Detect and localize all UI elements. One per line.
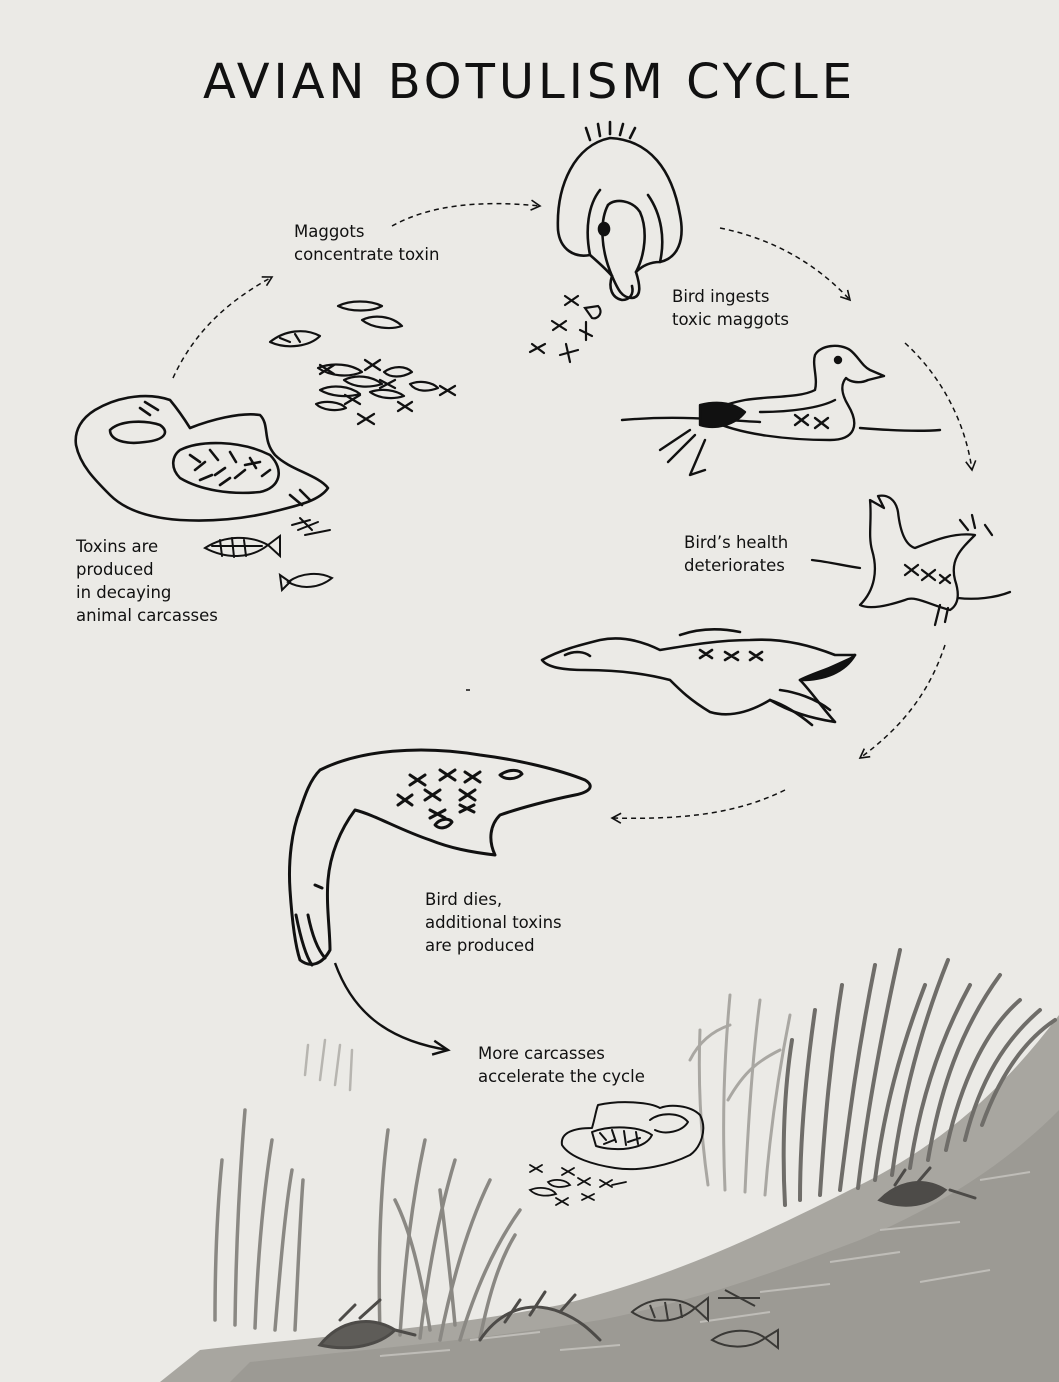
label-bird-health: Bird’s health deteriorates bbox=[684, 531, 788, 577]
fish-icon bbox=[205, 518, 332, 590]
arrow-icon bbox=[335, 963, 448, 1050]
label-bird-dies: Bird dies, additional toxins are produce… bbox=[425, 888, 562, 957]
arrow-icon bbox=[905, 343, 972, 470]
maggot-icon bbox=[270, 302, 438, 411]
label-maggots-concentrate: Maggots concentrate toxin bbox=[294, 220, 439, 266]
label-more-carcasses: More carcasses accelerate the cycle bbox=[478, 1042, 645, 1088]
toxin-x-icon bbox=[530, 296, 600, 362]
carcass-icon bbox=[562, 1102, 703, 1169]
duck-icon bbox=[558, 122, 682, 300]
label-toxins-produced: Toxins are produced in decaying animal c… bbox=[76, 535, 218, 627]
arrow-icon bbox=[860, 645, 945, 758]
arrow-icon bbox=[173, 277, 272, 378]
duck-icon bbox=[622, 346, 940, 475]
carcass-icon bbox=[76, 396, 328, 520]
arrow-icon bbox=[612, 790, 785, 818]
toxin-x-icon bbox=[530, 1165, 626, 1205]
label-bird-ingests: Bird ingests toxic maggots bbox=[672, 285, 789, 331]
duck-icon bbox=[542, 629, 855, 725]
duck-icon bbox=[812, 496, 1010, 625]
cycle-arrows bbox=[173, 204, 972, 819]
